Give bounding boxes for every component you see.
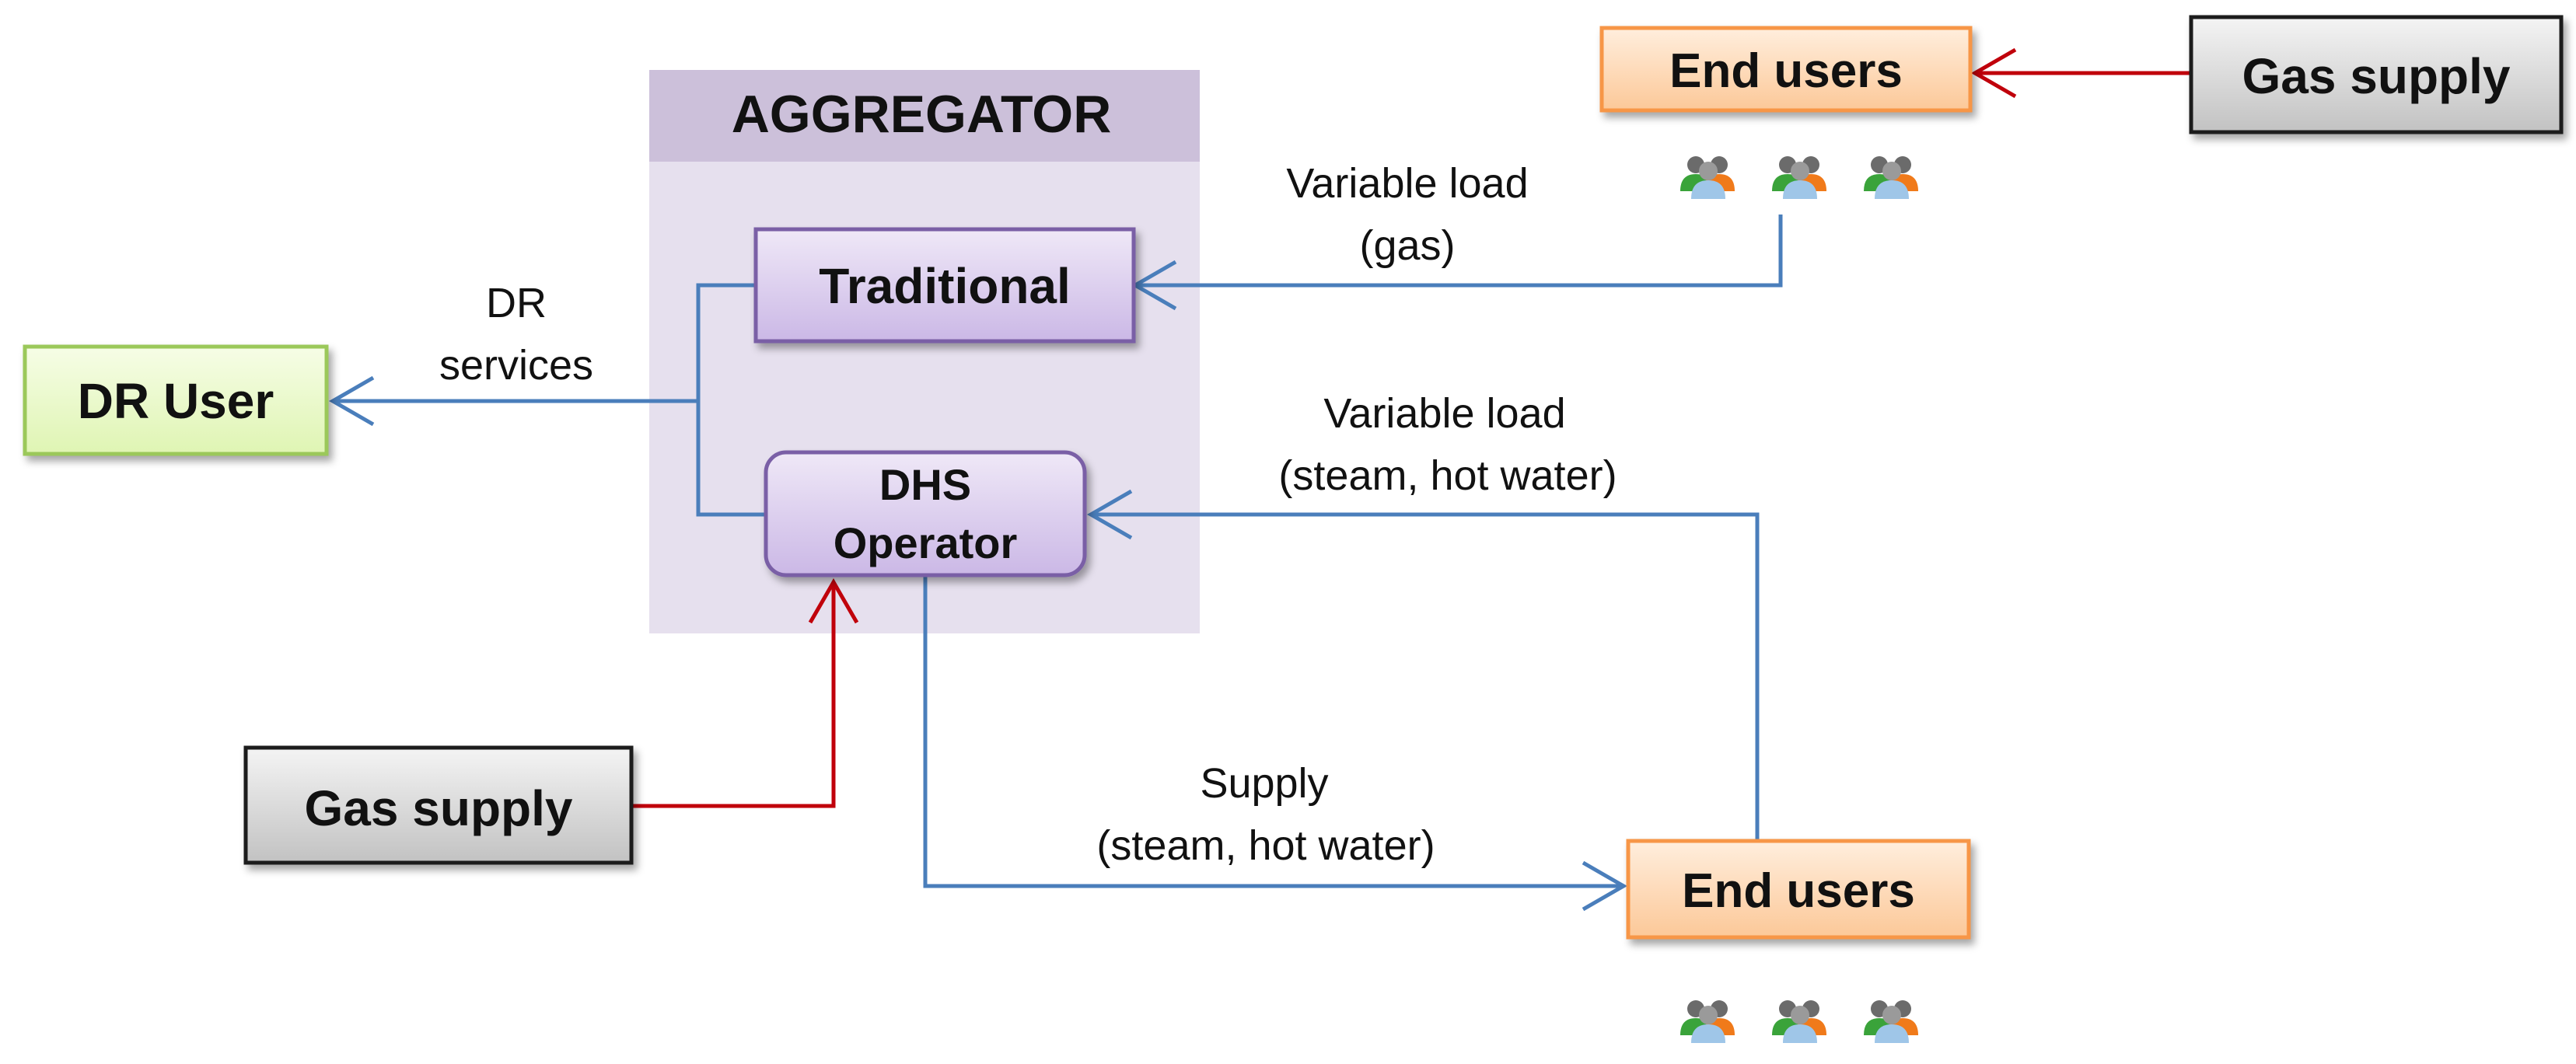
end-users-bottom-box[interactable]: End users (1626, 839, 1971, 940)
gas-supply-top-label: Gas supply (2242, 48, 2511, 104)
user-group-icon (1772, 1000, 1826, 1043)
gas-supply-bottom-box[interactable]: Gas supply (243, 745, 634, 865)
end-users-bottom-icons (1680, 1000, 1918, 1043)
variable-load-steam-label-line2: (steam, hot water) (1278, 452, 1617, 499)
variable-load-gas-label-line2: (gas) (1359, 222, 1455, 269)
end-users-bottom-label: End users (1682, 864, 1915, 918)
user-group-icon (1864, 1000, 1918, 1043)
dr-services-label-line1: DR (486, 280, 547, 326)
end-users-top-label: End users (1669, 44, 1903, 98)
aggregator-title: AGGREGATOR (732, 85, 1112, 144)
gas-supply-top-arrowhead (1970, 47, 2017, 99)
variable-load-steam-line (1091, 512, 1760, 841)
gas-supply-bottom-label: Gas supply (305, 780, 573, 836)
dr-user-box[interactable]: DR User (23, 344, 329, 456)
supply-label-line1: Supply (1200, 760, 1328, 807)
supply-arrowhead (1582, 860, 1628, 912)
dr-user-label: DR User (78, 373, 274, 429)
end-users-top-icons (1680, 156, 1918, 199)
variable-load-steam-arrowhead (1086, 489, 1133, 540)
dhs-operator-label-line2: Operator (834, 518, 1018, 567)
edge-labels: DR services Variable load (gas) Variable… (439, 160, 1617, 869)
variable-load-gas-line (1135, 215, 1783, 288)
end-users-top-box[interactable]: End users (1599, 26, 1973, 113)
user-group-icon (1864, 156, 1918, 199)
gas-supply-bottom-line (631, 582, 836, 808)
supply-label-line2: (steam, hot water) (1096, 822, 1435, 869)
user-group-icon (1680, 156, 1735, 199)
gas-supply-bottom-arrowhead (808, 577, 859, 624)
dr-services-arrowhead (328, 375, 375, 427)
dhs-operator-box[interactable]: DHS Operator (764, 450, 1087, 577)
dhs-operator-label-line1: DHS (879, 460, 971, 509)
user-group-icon (1680, 1000, 1735, 1043)
dr-services-label-line2: services (439, 342, 593, 389)
variable-load-steam-label-line1: Variable load (1323, 390, 1565, 437)
gas-supply-top-box[interactable]: Gas supply (2189, 15, 2564, 134)
variable-load-gas-label-line1: Variable load (1286, 160, 1528, 207)
traditional-label: Traditional (819, 258, 1071, 314)
user-group-icon (1772, 156, 1826, 199)
gas-lines (631, 47, 2191, 808)
traditional-box[interactable]: Traditional (753, 227, 1136, 344)
supply-line (923, 577, 1624, 888)
